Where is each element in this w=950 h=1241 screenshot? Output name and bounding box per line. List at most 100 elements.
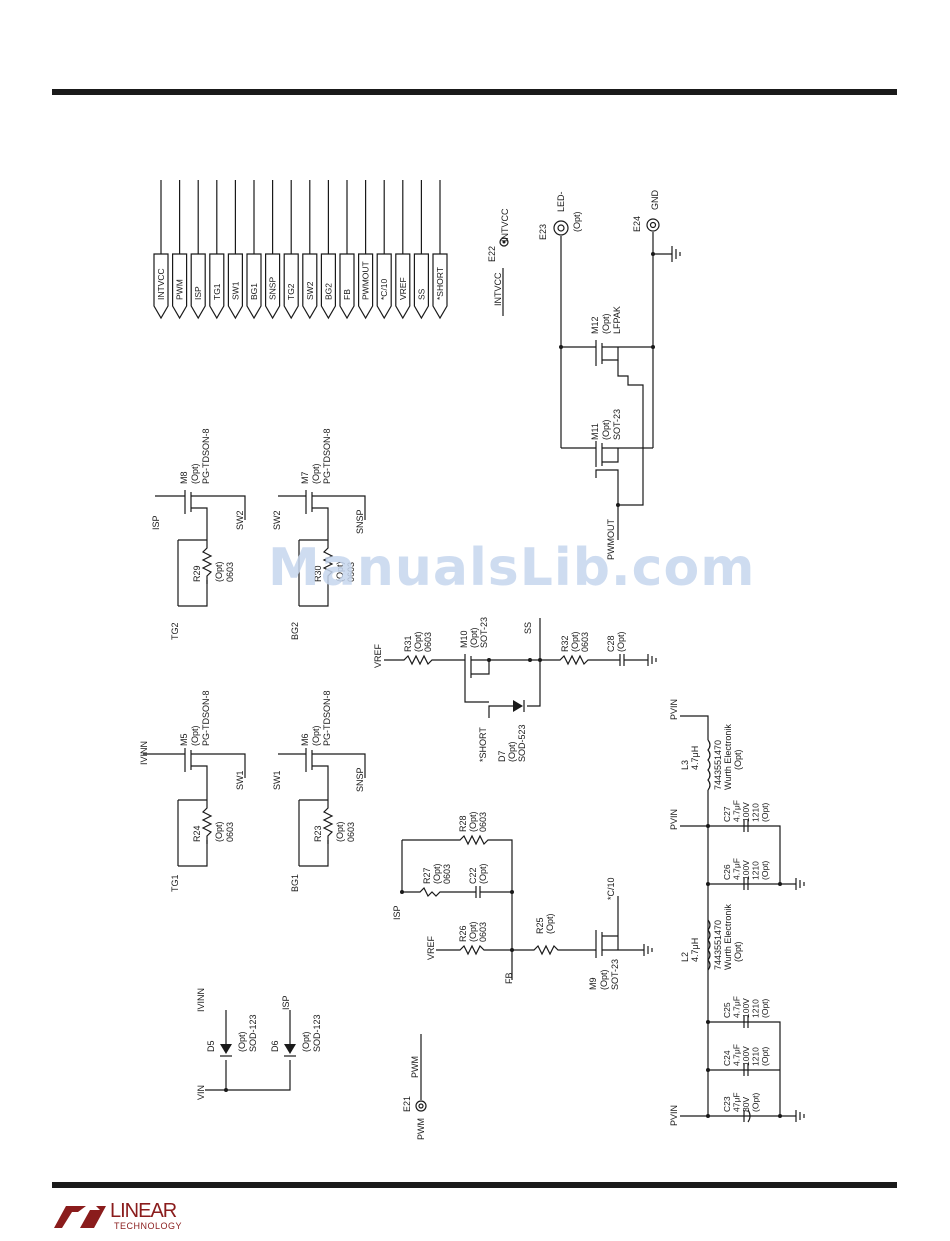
- connector-label: PWMOUT: [361, 261, 371, 300]
- c26-label: (Opt): [760, 860, 770, 880]
- r30-ref: R30: [313, 565, 323, 582]
- led-switch-network: PWMOUT: [559, 232, 681, 560]
- e21-net: PWM: [410, 1056, 420, 1078]
- c24-label: 1210: [751, 1047, 761, 1066]
- e24-name: GND: [650, 190, 660, 211]
- m11-pkg: SOT-23: [612, 409, 622, 440]
- l2-part: 7443551470: [713, 920, 723, 970]
- r31-pkg: 0603: [423, 632, 433, 652]
- m8-ref: M8: [179, 471, 189, 484]
- m8-pkg: PG-TDSON-8: [201, 428, 211, 484]
- r31-opt: (Opt): [413, 631, 423, 652]
- m6-ref: M6: [300, 733, 310, 746]
- diode-block: IVINN ISP VIN D5 (Opt) SOD-123 D6 (Opt) …: [196, 988, 322, 1100]
- r28-ref: R28: [458, 815, 468, 832]
- d6-opt: (Opt): [301, 1031, 311, 1052]
- r26-pkg: 0603: [478, 922, 488, 942]
- e22-net: INTVCC: [493, 272, 503, 306]
- sw2-net-2: SW2: [272, 510, 282, 530]
- connector-label: *C/10: [379, 278, 389, 300]
- c27-label: (Opt): [760, 802, 770, 822]
- c26-label: 100V: [741, 860, 751, 880]
- mosfet-m5-block: M5 (Opt) PG-TDSON-8 IVINN SW1 TG1 R24 (O…: [139, 690, 246, 892]
- c28-opt: (Opt): [616, 631, 626, 652]
- c25-label: 1210: [751, 999, 761, 1018]
- mosfet-m7-block: M7 (Opt) PG-TDSON-8 SW2 SNSP BG2 R30 (Op…: [272, 428, 366, 640]
- connector-fb: FB: [339, 180, 355, 320]
- connector-label: FB: [342, 289, 352, 300]
- r28-opt: (Opt): [468, 811, 478, 832]
- m5-pkg: PG-TDSON-8: [201, 690, 211, 746]
- pvin-net-3: PVIN: [669, 1105, 679, 1126]
- c10-net: *C/10: [606, 877, 616, 900]
- sw2-net: SW2: [235, 510, 245, 530]
- r26-opt: (Opt): [468, 921, 478, 942]
- connector-short: *SHORT: [432, 180, 448, 320]
- snsp-net-2: SNSP: [355, 767, 365, 792]
- e23-opt: (Opt): [572, 211, 582, 232]
- c24-label: C24: [722, 1050, 732, 1066]
- pvin-net-1: PVIN: [669, 699, 679, 720]
- c23-label: (Opt): [751, 1092, 761, 1112]
- connector-sw1: SW1: [227, 180, 243, 320]
- c22-ref: C22: [468, 867, 478, 884]
- e22-name: INTVCC: [500, 208, 510, 242]
- e21-ref: E21: [402, 1096, 412, 1112]
- ivinn-net-2: IVINN: [196, 988, 206, 1012]
- vref-net-2: VREF: [426, 935, 436, 960]
- connector-snsp: SNSP: [265, 180, 281, 320]
- connector-label: BG1: [249, 283, 259, 300]
- m11-ref: M11: [590, 423, 600, 440]
- pvin-filter: PVIN PVIN PVIN L3 4.7μH 7443551470 Wurth…: [669, 699, 805, 1126]
- d6-pkg: SOD-123: [312, 1014, 322, 1052]
- bg1-net: BG1: [290, 874, 300, 892]
- m5-opt: (Opt): [190, 725, 200, 746]
- connector-label: TG1: [212, 283, 222, 300]
- r23-pkg: 0603: [346, 822, 356, 842]
- m9-ref: M9: [588, 977, 598, 990]
- r29-ref: R29: [192, 565, 202, 582]
- vin-net: VIN: [196, 1085, 206, 1100]
- sw1-net-2: SW1: [272, 770, 282, 790]
- e23-name: LED-: [556, 191, 566, 212]
- r27-ref: R27: [422, 867, 432, 884]
- m7-pkg: PG-TDSON-8: [322, 428, 332, 484]
- mosfet-m12: M12 (Opt) LFPAK: [590, 306, 622, 366]
- c25-label: 4.7μF: [732, 996, 742, 1018]
- m10-ref: M10: [459, 630, 469, 648]
- mosfet-m11: M11 (Opt) SOT-23: [590, 409, 622, 467]
- c24-label: 100V: [741, 1046, 751, 1066]
- m11-opt: (Opt): [601, 419, 611, 440]
- m6-pkg: PG-TDSON-8: [322, 690, 332, 746]
- m12-opt: (Opt): [601, 313, 611, 334]
- fb-network: R28 (Opt) 0603 R27 (Opt) 0603 C22 (Opt) …: [392, 811, 653, 990]
- c23-label: 80V: [741, 1097, 751, 1112]
- connector-isp: ISP: [190, 180, 206, 320]
- r26-ref: R26: [458, 925, 468, 942]
- testpoint-e21: E21 PWM PWM: [402, 1034, 427, 1140]
- r24-ref: R24: [192, 825, 202, 842]
- d5-pkg: SOD-123: [248, 1014, 258, 1052]
- header-rule: [52, 89, 897, 95]
- sw1-net: SW1: [235, 770, 245, 790]
- connector-label: SW1: [230, 281, 240, 300]
- e21-name: PWM: [416, 1118, 426, 1140]
- m8-opt: (Opt): [190, 463, 200, 484]
- r29-pkg: 0603: [225, 562, 235, 582]
- c24-label: (Opt): [760, 1046, 770, 1066]
- l2-mfr: Wurth Electronik: [723, 904, 733, 970]
- connector-tg2: TG2: [283, 180, 299, 320]
- c24-label: 4.7μF: [732, 1044, 742, 1066]
- testpoint-e24: E24 GND: [632, 190, 660, 233]
- logo-subtitle: TECHNOLOGY: [114, 1221, 183, 1231]
- c22-opt: (Opt): [478, 863, 488, 884]
- d5-opt: (Opt): [237, 1031, 247, 1052]
- connector-label: ISP: [193, 286, 203, 300]
- l2-opt: (Opt): [733, 941, 743, 962]
- testpoint-e22: E22 INTVCC INTVCC: [487, 208, 510, 316]
- connector-sw2: SW2: [302, 180, 318, 320]
- connector-label: INTVCC: [156, 268, 166, 300]
